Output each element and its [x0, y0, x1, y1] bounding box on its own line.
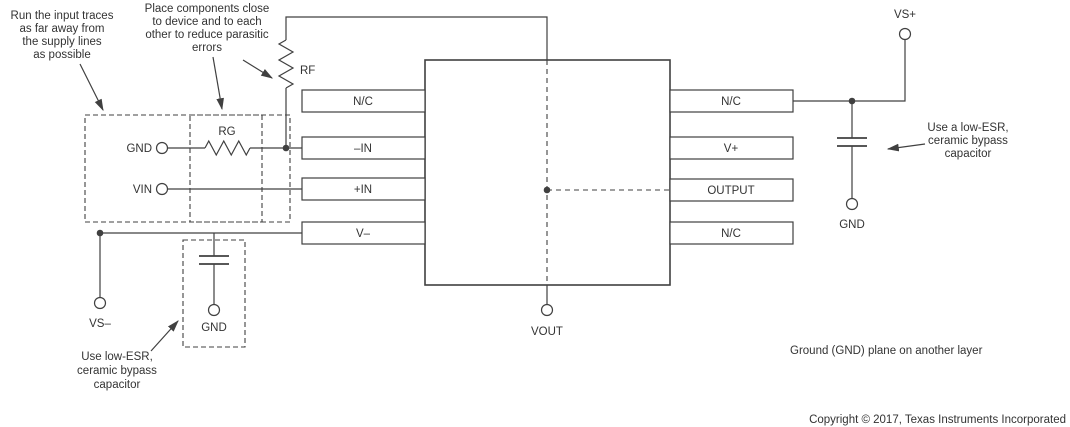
rf-label: RF	[300, 65, 315, 77]
bypass-left-annotation-arrow	[150, 320, 179, 352]
input-traces-annotation: Run the input traces as far away from th…	[11, 10, 114, 61]
pin-label-left-vminus: V–	[356, 228, 371, 240]
pin-label-right-nc-bottom: N/C	[721, 228, 741, 240]
bypass-right-line-1: Use a low-ESR,	[927, 122, 1008, 134]
bypass-right-annotation: Use a low-ESR, ceramic bypass capacitor	[927, 122, 1008, 160]
copyright-notice: Copyright © 2017, Texas Instruments Inco…	[809, 414, 1066, 426]
rf-resistor	[277, 39, 295, 89]
vplus-cap-junction-dot	[848, 97, 856, 105]
gnd-bottom-label: GND	[201, 322, 227, 334]
input-traces-dashed-region	[84, 114, 291, 223]
bypass-right-annotation-arrow	[886, 143, 926, 152]
gnd-input-terminal	[155, 141, 169, 155]
bypass-left-annotation: Use low-ESR, ceramic bypass capacitor	[77, 351, 157, 391]
pin-label-right-nc-top: N/C	[721, 96, 741, 108]
feedback-top-trace	[285, 16, 548, 60]
vs-plus-label: VS+	[894, 9, 916, 21]
gnd-right-label: GND	[839, 219, 865, 231]
pin-box-right-nc-top	[669, 89, 794, 113]
bypass-right-line-3: capacitor	[945, 148, 992, 160]
vin-terminal	[155, 182, 169, 196]
ic-center-dot	[543, 186, 551, 194]
pin-box-left-nonin	[301, 177, 426, 201]
pin-label-right-output: OUTPUT	[707, 185, 754, 197]
vin-label: VIN	[133, 184, 152, 196]
pin-label-left-inv-in: –IN	[354, 143, 372, 155]
place-components-arrow-down	[212, 56, 224, 111]
gnd-input-label: GND	[126, 143, 152, 155]
rg-resistor	[204, 139, 251, 157]
pin-label-left-nonin: +IN	[354, 184, 372, 196]
bypass-left-line-3: capacitor	[94, 379, 141, 391]
pin-label-left-nc: N/C	[353, 96, 373, 108]
gnd-right-terminal	[845, 197, 859, 211]
place-components-arrow-to-rf	[242, 59, 274, 79]
place-components-line-3: other to reduce parasitic	[145, 29, 269, 41]
vs-plus-terminal	[898, 27, 912, 41]
pin-box-left-vminus	[301, 221, 426, 245]
bypass-left-line-1: Use low-ESR,	[81, 351, 153, 363]
vs-minus-label: VS–	[89, 318, 111, 330]
rg-label: RG	[218, 126, 235, 138]
gnd-plane-note: Ground (GND) plane on another layer	[790, 345, 983, 357]
bypass-right-line-2: ceramic bypass	[928, 135, 1008, 147]
input-traces-line-2: as far away from	[20, 23, 105, 35]
gnd-bottom-terminal	[207, 303, 221, 317]
vminus-supply-wire	[99, 232, 302, 297]
input-traces-line-3: the supply lines	[22, 36, 102, 48]
vout-label: VOUT	[531, 326, 563, 338]
input-traces-line-4: as possible	[33, 49, 91, 61]
input-traces-line-1: Run the input traces	[11, 10, 114, 22]
place-components-line-1: Place components close	[145, 3, 270, 15]
vplus-supply-wire	[793, 40, 906, 102]
pin-box-left-nc	[301, 89, 426, 113]
right-bypass-capacitor	[837, 137, 867, 147]
pin-box-right-vplus	[669, 136, 794, 160]
vout-terminal	[540, 303, 554, 317]
pin-box-left-inv-in	[301, 136, 426, 160]
input-traces-annotation-arrow	[79, 63, 104, 112]
place-components-line-2: to device and to each	[152, 16, 261, 28]
left-capacitor-dashed-region	[182, 239, 246, 348]
place-components-line-4: errors	[192, 42, 222, 54]
bypass-left-line-2: ceramic bypass	[77, 365, 157, 377]
place-components-annotation: Place components close to device and to …	[145, 3, 270, 54]
pin-box-right-output	[669, 178, 794, 202]
left-bypass-capacitor	[199, 255, 229, 265]
vminus-corner-junction-dot	[96, 229, 104, 237]
pin-box-right-nc-bottom	[669, 221, 794, 245]
feedback-junction-dot	[282, 144, 290, 152]
vs-minus-terminal	[93, 296, 107, 310]
rg-dashed-region	[189, 114, 263, 223]
pin-label-right-vplus: V+	[724, 143, 739, 155]
